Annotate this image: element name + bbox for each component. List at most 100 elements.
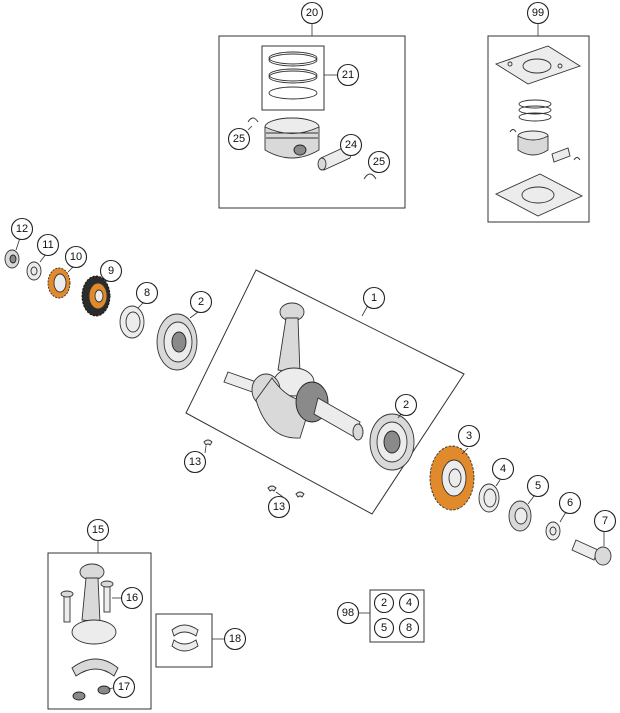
svg-text:5: 5 (381, 622, 387, 634)
callout-6[interactable]: 6 (558, 491, 582, 515)
svg-text:17: 17 (118, 681, 130, 693)
svg-text:2: 2 (403, 399, 409, 411)
right-axis-parts (429, 445, 612, 566)
conrod-kit-group (47, 541, 152, 710)
callout-2-right[interactable]: 2 (394, 393, 418, 417)
svg-text:1: 1 (371, 292, 377, 304)
crankshaft-bearing-inside (369, 413, 415, 471)
callout-99[interactable]: 99 (526, 1, 550, 25)
svg-text:20: 20 (306, 7, 318, 19)
crankshaft-group (185, 269, 465, 515)
callout-17[interactable]: 17 (112, 675, 136, 699)
callout-3[interactable]: 3 (457, 424, 481, 448)
svg-text:2: 2 (381, 597, 387, 609)
piston-pin-clip-left (247, 117, 259, 123)
conrod (71, 563, 117, 645)
svg-text:13: 13 (189, 456, 201, 468)
conrod-bolt-left (60, 590, 74, 623)
callout-98[interactable]: 98 (336, 601, 360, 625)
svg-text:25: 25 (373, 156, 385, 168)
callout-21[interactable]: 21 (336, 63, 360, 87)
svg-text:16: 16 (126, 592, 138, 604)
bolt-7 (571, 539, 612, 566)
kit98-item-3[interactable]: 5 (373, 617, 395, 639)
kit-rings (518, 99, 552, 122)
svg-text:5: 5 (535, 480, 541, 492)
washer-6 (545, 521, 561, 541)
kit98-item-1[interactable]: 2 (373, 592, 395, 614)
callout-1[interactable]: 1 (362, 286, 386, 310)
callout-5[interactable]: 5 (526, 474, 550, 498)
callout-11[interactable]: 11 (36, 233, 60, 257)
conrod-kit-box (47, 552, 152, 710)
svg-text:4: 4 (500, 463, 506, 475)
crankshaft-body (223, 371, 364, 441)
piston-pin-clip-right (363, 173, 377, 180)
callout-13-upper[interactable]: 13 (183, 450, 207, 474)
head-gasket (494, 45, 582, 85)
bearing-shell (171, 624, 199, 652)
svg-text:24: 24 (345, 139, 357, 151)
callout-25-left[interactable]: 25 (227, 127, 251, 151)
svg-text:8: 8 (144, 287, 150, 299)
callout-7[interactable]: 7 (593, 509, 617, 533)
kit-piston (517, 130, 549, 156)
svg-text:99: 99 (532, 7, 544, 19)
svg-text:25: 25 (233, 133, 245, 145)
svg-text:3: 3 (466, 430, 472, 442)
kit-clip-right (573, 157, 581, 161)
svg-text:18: 18 (229, 633, 241, 645)
svg-text:11: 11 (42, 239, 53, 251)
base-gasket (494, 173, 584, 217)
callout-2-left[interactable]: 2 (189, 290, 213, 314)
svg-text:98: 98 (342, 607, 354, 619)
bearing-shell-kit-group (155, 613, 224, 668)
shell-13-lower (267, 485, 305, 498)
svg-text:12: 12 (16, 223, 28, 235)
callout-13-lower[interactable]: 13 (267, 495, 291, 519)
svg-text:10: 10 (70, 251, 82, 263)
conrod-bolt-right (100, 580, 114, 613)
svg-text:8: 8 (406, 622, 412, 634)
callout-25-right[interactable]: 25 (367, 150, 391, 174)
lock-washer-5 (508, 500, 532, 532)
piston-kit-group (218, 24, 406, 209)
callout-15[interactable]: 15 (86, 518, 110, 542)
crankshaft-box (185, 269, 465, 515)
bearing-left (156, 313, 198, 371)
bearing-kit-box (369, 589, 425, 643)
piston-rings (268, 51, 318, 100)
gear-10 (47, 267, 71, 299)
bearing-shell-box (155, 613, 213, 668)
callout-18[interactable]: 18 (223, 627, 247, 651)
callout-16[interactable]: 16 (120, 586, 144, 610)
ring-4 (478, 483, 500, 513)
callout-12[interactable]: 12 (10, 217, 34, 241)
callout-4[interactable]: 4 (491, 457, 515, 481)
piston-ring-box (261, 45, 325, 111)
kit-clip-left (509, 129, 517, 133)
piston (264, 117, 320, 159)
bearing-kit-98: 2 4 5 8 (359, 589, 425, 643)
conrod-nuts (72, 685, 111, 701)
ring-8 (119, 305, 145, 339)
svg-text:7: 7 (602, 515, 608, 527)
svg-text:9: 9 (108, 265, 114, 277)
crankshaft-conrod (273, 302, 315, 397)
callout-8[interactable]: 8 (135, 281, 159, 305)
top-end-kit-group (487, 24, 590, 223)
gear-9 (81, 275, 111, 317)
kit-piston-pin (551, 147, 571, 163)
kit98-item-4[interactable]: 8 (398, 617, 420, 639)
callout-10[interactable]: 10 (64, 245, 88, 269)
callout-9[interactable]: 9 (99, 259, 123, 283)
gear-3 (429, 445, 475, 511)
svg-text:13: 13 (273, 501, 285, 513)
callout-24[interactable]: 24 (339, 133, 363, 157)
callout-20[interactable]: 20 (300, 1, 324, 25)
svg-text:4: 4 (406, 597, 412, 609)
kit98-item-2[interactable]: 4 (398, 592, 420, 614)
top-end-kit-box (487, 35, 590, 223)
left-axis-parts (4, 237, 199, 371)
